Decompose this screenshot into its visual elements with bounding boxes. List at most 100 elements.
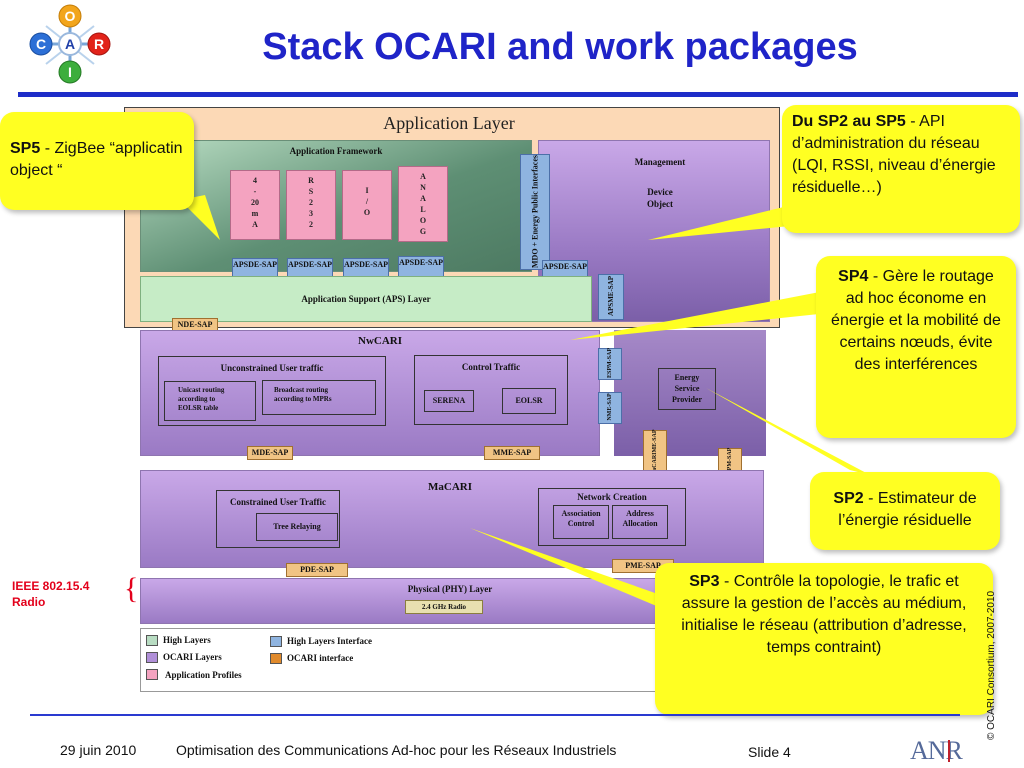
pde-sap: PDE-SAP — [286, 563, 348, 577]
callout-sp2-sp5-text: - API d’administration du réseau (LQI, R… — [792, 113, 996, 196]
profile-char: A — [252, 220, 258, 229]
profile-char: S — [308, 187, 314, 196]
callout-sp3-key: SP3 — [689, 573, 720, 590]
footer-date: 29 juin 2010 — [60, 742, 137, 758]
broadcast-routing-box — [262, 380, 376, 415]
callout-sp4-text: - Gère le routage ad hoc économe en éner… — [831, 268, 1001, 373]
aps-layer-label: Application Support (APS) Layer — [301, 294, 431, 304]
ieee-note-line2: Radio — [12, 595, 46, 609]
logo-letter: C — [36, 36, 46, 52]
association-line: Association — [561, 509, 601, 518]
profile-char: 2 — [309, 220, 313, 229]
serena-box: SERENA — [424, 390, 474, 412]
radio-box: 2.4 GHz Radio — [405, 600, 483, 614]
broadcast-routing-label: Broadcast routing according to MPRs — [274, 386, 374, 404]
mdo-energy-interface — [520, 154, 550, 270]
legend-swatch-ocari-interface — [270, 653, 282, 664]
profile-char: 2 — [309, 198, 313, 207]
callout-sp2-text: - Estimateur de l’énergie résiduelle — [838, 490, 977, 529]
callout-sp4: SP4 - Gère le routage ad hoc économe en … — [816, 256, 1016, 438]
application-framework-label: Application Framework — [289, 146, 383, 156]
legend-swatch-application-profiles — [146, 669, 158, 680]
energy-line: Energy — [674, 373, 700, 382]
energy-line: Provider — [671, 395, 703, 404]
mde-sap: MDE-SAP — [247, 446, 293, 460]
network-creation-box — [538, 488, 686, 546]
logo-letter: I — [68, 64, 72, 80]
callout-sp2: SP2 - Estimateur de l’énergie résiduelle — [810, 472, 1000, 550]
profile-char: / — [365, 197, 369, 206]
footer-divider — [30, 714, 960, 716]
mme-sap: MME-SAP — [484, 446, 540, 460]
unconstrained-traffic-box — [158, 356, 386, 426]
profile-char: m — [251, 209, 259, 218]
macari-label: MaCARI — [428, 481, 472, 493]
profile-char: R — [308, 176, 314, 185]
address-allocation-box: Address Allocation — [612, 505, 668, 539]
logo-letter: A — [65, 36, 75, 52]
nme-sap — [598, 392, 622, 424]
constrained-traffic-box — [216, 490, 340, 548]
callout-sp5: SP5 - ZigBee “applicatin object “ — [0, 112, 194, 210]
callout-sp3-text: - Contrôle la topologie, le trafic et as… — [681, 573, 967, 656]
energy-service-provider-box: Energy Service Provider — [658, 368, 716, 410]
callout-sp2-sp5-key: Du SP2 au SP5 — [792, 113, 906, 130]
control-traffic-label: Control Traffic — [461, 362, 521, 372]
copyright-note: © OCARI Consortium, 2007-2010 — [986, 590, 997, 740]
energy-line: Service — [674, 384, 700, 393]
ieee-note-line1: IEEE 802.15.4 — [12, 579, 90, 593]
profile-char: L — [420, 205, 426, 214]
control-traffic-box — [414, 355, 568, 425]
title-divider — [18, 92, 1018, 97]
profile-char: A — [420, 194, 426, 203]
slide-title: Stack OCARI and work packages — [262, 26, 858, 68]
anr-logo: ANR — [910, 736, 963, 765]
phy-layer-label: Physical (PHY) Layer — [407, 584, 493, 594]
constrained-traffic-label: Constrained User Traffic — [230, 497, 326, 507]
profile-rs232: R S 2 3 2 — [286, 170, 336, 240]
profile-char: 3 — [309, 209, 313, 218]
callout-sp5-key: SP5 — [10, 140, 41, 157]
unicast-routing-label: Unicast routing according to EOLSR table — [178, 386, 256, 413]
aps-layer-box — [140, 276, 592, 322]
management-label: Management — [634, 157, 686, 167]
callout-sp2-sp5: Du SP2 au SP5 - API d’administration du … — [782, 105, 1020, 233]
unicast-line: Unicast routing — [178, 386, 225, 394]
logo-letter: R — [94, 36, 104, 52]
callout-sp4-key: SP4 — [838, 268, 869, 285]
broadcast-line: Broadcast routing — [274, 386, 328, 394]
callout-sp5-text: - ZigBee “applicatin object “ — [10, 140, 183, 179]
profile-char: O — [363, 208, 371, 217]
network-creation-label: Network Creation — [577, 492, 647, 502]
profile-analog: A N A L O G — [398, 166, 448, 242]
callout-sp2-key: SP2 — [833, 490, 864, 507]
profile-char: 20 — [251, 198, 259, 207]
macari-layer-box — [140, 470, 764, 568]
unicast-line: EOLSR table — [178, 404, 219, 412]
legend-swatch-ocari-layers — [146, 652, 158, 663]
profile-char: O — [419, 216, 427, 225]
nwcari-layer-box — [140, 330, 600, 456]
profile-4-20ma: 4 - 20 m A — [230, 170, 280, 240]
legend-swatch-high-layers — [146, 635, 158, 646]
nwcari-label: NwCARI — [358, 335, 402, 347]
ocari-logo: O C A R I — [29, 4, 111, 84]
legend-ocari-layers: OCARI Layers — [163, 652, 222, 662]
application-layer-label: Application Layer — [383, 113, 515, 133]
broadcast-line: according to MPRs — [274, 395, 332, 403]
footer-subject: Optimisation des Communications Ad-hoc p… — [176, 742, 617, 758]
anr-logo-mark — [948, 740, 958, 762]
unicast-routing-box — [164, 381, 256, 421]
device-object-label-1: Device — [647, 187, 673, 197]
legend-application-profiles: Application Profiles — [165, 670, 242, 680]
tree-relaying-box: Tree Relaying — [256, 513, 338, 541]
unicast-line: according to — [178, 395, 216, 403]
brace-icon: { — [124, 572, 139, 605]
profile-io: I / O — [342, 170, 392, 240]
eolsr-box: EOLSR — [502, 388, 556, 414]
legend-high-layers: High Layers — [163, 635, 211, 645]
device-object-label-2: Object — [647, 199, 673, 209]
profile-char: I — [365, 186, 369, 195]
legend-swatch-high-layers-interface — [270, 636, 282, 647]
